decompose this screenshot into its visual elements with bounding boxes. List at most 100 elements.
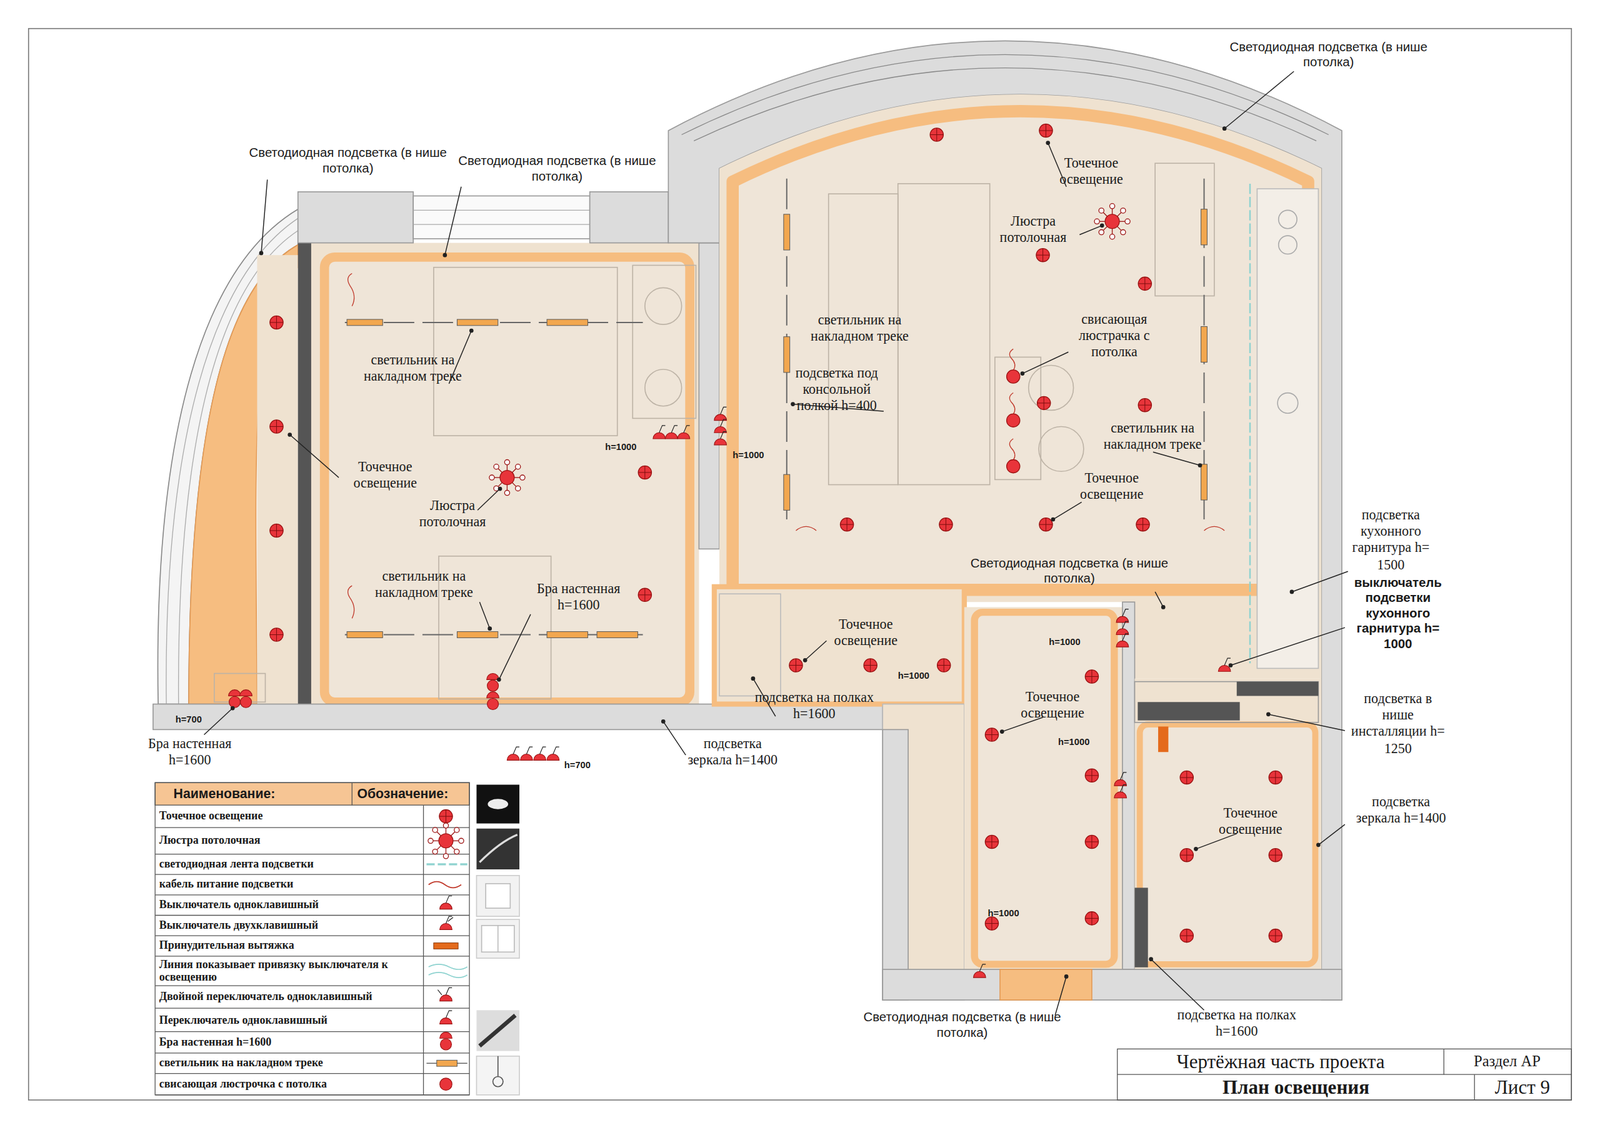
pendant-body [1006,460,1020,474]
spot-light-body [1085,835,1099,849]
spot-light-body [1180,848,1194,862]
leader-line [445,186,462,255]
chandelier-bulb [515,464,521,470]
legend-sample [428,964,468,978]
leader-line [1055,976,1067,1015]
leader-tip [1046,141,1050,145]
table-rule [155,1094,470,1095]
switch-key [437,990,442,995]
table-rule [155,853,470,855]
spot-light-body [1085,911,1099,925]
switch-symbol [677,425,690,439]
spot-light-cross [270,628,284,642]
spot-light-cross [1036,248,1050,262]
chandelier-bulb [1110,234,1115,240]
leader-line [663,721,686,755]
switch-body [440,995,453,1002]
chandelier-bulb [1098,208,1104,214]
callout-text: Точечное освещение [1063,470,1160,504]
stove-burner [1278,210,1297,229]
spot-light-cross [930,128,944,142]
switch-key [553,746,560,754]
furniture [214,163,1317,965]
legend-sample [440,1010,453,1024]
table-rule [155,894,470,895]
spot-light-body [863,658,877,672]
chandelier-bulb [515,485,521,491]
kitchen-counter [1256,188,1319,669]
chandelier-bulb [443,823,449,829]
leader-tip [470,328,474,332]
spot-light-body [1085,768,1099,782]
callout-text: Люстра потолочная [404,498,502,532]
switch-symbol [1116,621,1129,635]
spot-light-cross [1138,276,1152,290]
wall-sconce [240,690,253,709]
glass-line [413,210,590,211]
legend-sample [440,916,454,930]
chandelier [1094,203,1130,240]
height-mark: h=1000 [1048,637,1080,647]
led-strip [1249,183,1251,664]
ceiling-niche [188,245,299,705]
pendant-cord [1009,438,1015,460]
spot-light-body [270,420,284,434]
spot-light [1085,768,1099,782]
table-rule [155,1031,470,1032]
callout-text: Бра настенная h=1600 [133,735,247,769]
installation-box [1236,681,1319,697]
spot-light [1138,398,1152,412]
leader-tip [791,402,795,406]
switch-body [546,754,560,761]
leader-line [261,179,268,254]
spot-light-body [985,728,999,742]
legend-text: кабель питание подсветки [159,878,421,891]
chandelier-bulb [504,460,510,465]
callout-text: светильник на накладном треке [348,351,477,385]
spot-light-body [985,835,999,849]
callout-text: выключатель подсветки кухонного гарнитур… [1346,575,1449,652]
spot-light-cross [985,835,999,849]
leader-line [1151,959,1205,1011]
glass-line [166,218,299,704]
spot-light-cross [439,810,453,824]
leader-tip [1149,957,1153,961]
leader-tip [443,253,447,257]
spot-light [1136,518,1150,532]
led-strip-sample [426,863,467,865]
leader-line [479,601,490,629]
chandelier-bulb [1120,230,1126,235]
floor [256,255,298,704]
spot-light-body [439,810,453,824]
stove-burner [1278,235,1297,254]
table-header: Наименование: [173,785,276,802]
spot-light [1036,248,1050,262]
leader-tip [231,706,235,710]
switch-symbol [440,895,453,909]
legend-sample [428,881,462,889]
leader-tip [259,251,263,255]
leader-line [1291,571,1349,592]
leader-line [1268,714,1345,731]
spot-light [439,810,453,824]
ceiling-niche [974,612,1115,965]
callout-text: Точечное освещение [1004,688,1102,722]
leader-tip [1194,847,1198,851]
legend-text: Двойной переключатель одноклавишный [159,991,421,1004]
spot-light-body [985,916,999,930]
height-mark: h=1000 [732,451,764,461]
spot-light-cross [1085,835,1099,849]
exhaust-sample [433,943,459,950]
sconce-cap [486,691,500,699]
switch-symbol [973,964,987,978]
chandelier-body [1105,214,1120,229]
switch-key [445,1010,452,1018]
exhaust-fan [1158,726,1169,752]
sconce-body [240,696,252,708]
spot-light [789,658,803,672]
switch-body [440,1018,453,1025]
sconce-body [229,696,241,708]
switch-body [665,432,678,439]
legend-sample [440,1078,453,1091]
